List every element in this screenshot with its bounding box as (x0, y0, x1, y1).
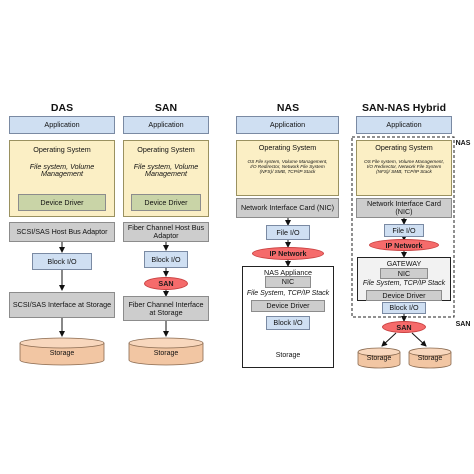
san-device-driver: Device Driver (131, 194, 201, 211)
hybrid-ip-network-ellipse: IP Network (369, 239, 439, 251)
nas-title: NAS (276, 102, 300, 114)
hybrid-gateway-fs: File System, TCP/IP Stack (362, 280, 446, 287)
nas-appliance-fs: File System, TCP/IP Stack (246, 290, 330, 297)
hybrid-title: SAN-NAS Hybrid (361, 102, 446, 114)
san-storage-cylinder (128, 337, 204, 366)
hybrid-nas-boundary (351, 136, 455, 318)
nas-os-label: Operating System (258, 143, 317, 152)
das-hba: SCSI/SAS Host Bus Adaptor (9, 222, 115, 242)
hybrid-arrow-san-storage-left (381, 332, 397, 347)
san-application: Application (123, 116, 209, 134)
hybrid-storage-right-label: Storage (417, 355, 443, 362)
nas-block-io: Block I/O (266, 316, 310, 330)
hybrid-block-io: Block I/O (382, 302, 426, 314)
hybrid-storage-left-cylinder (357, 347, 401, 369)
san-storage-label: Storage (153, 350, 179, 357)
hybrid-gateway-nic: NIC (380, 268, 428, 279)
das-os-label: Operating System (33, 145, 91, 154)
nas-ip-network-ellipse: IP Network (252, 247, 324, 260)
das-device-driver: Device Driver (18, 194, 106, 211)
nas-nic: Network Interface Card (NIC) (236, 198, 339, 218)
das-title: DAS (50, 102, 74, 114)
nas-os-detail: OS File system, Volume Management, I/O R… (247, 158, 328, 175)
das-fs-label: File system, Volume Management (29, 161, 95, 179)
hybrid-nic: Network Interface Card (NIC) (356, 198, 452, 218)
nas-storage-label: Storage (275, 352, 301, 359)
das-application: Application (9, 116, 115, 134)
nas-file-io: File I/O (266, 225, 310, 240)
hybrid-os-label: Operating System (375, 143, 433, 152)
san-network-ellipse: SAN (144, 277, 188, 290)
san-interface: Fiber Channel Interface at Storage (123, 296, 209, 321)
nas-appliance-nic: NIC (265, 276, 311, 288)
hybrid-os-detail: OS File system, Volume Management, I/O R… (363, 158, 445, 175)
hybrid-san-ellipse: SAN (382, 321, 426, 333)
hybrid-arrow-san-storage-right (411, 332, 427, 347)
nas-application: Application (236, 116, 339, 134)
san-title: SAN (154, 102, 178, 114)
nas-operating-system-block: Operating System OS File system, Volume … (236, 140, 339, 196)
nas-appliance-label: NAS Appliance (264, 268, 312, 277)
hybrid-operating-system-block: Operating System OS File system, Volume … (356, 140, 452, 196)
hybrid-gateway-label: GATEWAY (386, 259, 422, 268)
san-os-label: Operating System (137, 145, 195, 154)
hybrid-gateway-driver: Device Driver (366, 290, 442, 301)
das-storage-cylinder (19, 337, 105, 366)
hybrid-storage-right-cylinder (408, 347, 452, 369)
hybrid-file-io: File I/O (384, 224, 424, 237)
hybrid-storage-left-label: Storage (366, 355, 392, 362)
das-interface: SCSI/SAS Interface at Storage (9, 292, 115, 318)
das-storage-label: Storage (49, 350, 75, 357)
san-fs-label: File system, Volume Management (133, 161, 199, 179)
nas-appliance-driver: Device Driver (251, 300, 325, 312)
hybrid-nas-tag: NAS (455, 140, 471, 147)
hybrid-san-tag: SAN (455, 321, 471, 328)
san-block-io: Block I/O (144, 251, 188, 268)
san-hba: Fiber Channel Host Bus Adaptor (123, 222, 209, 242)
hybrid-application: Application (356, 116, 452, 134)
das-block-io: Block I/O (32, 253, 92, 270)
